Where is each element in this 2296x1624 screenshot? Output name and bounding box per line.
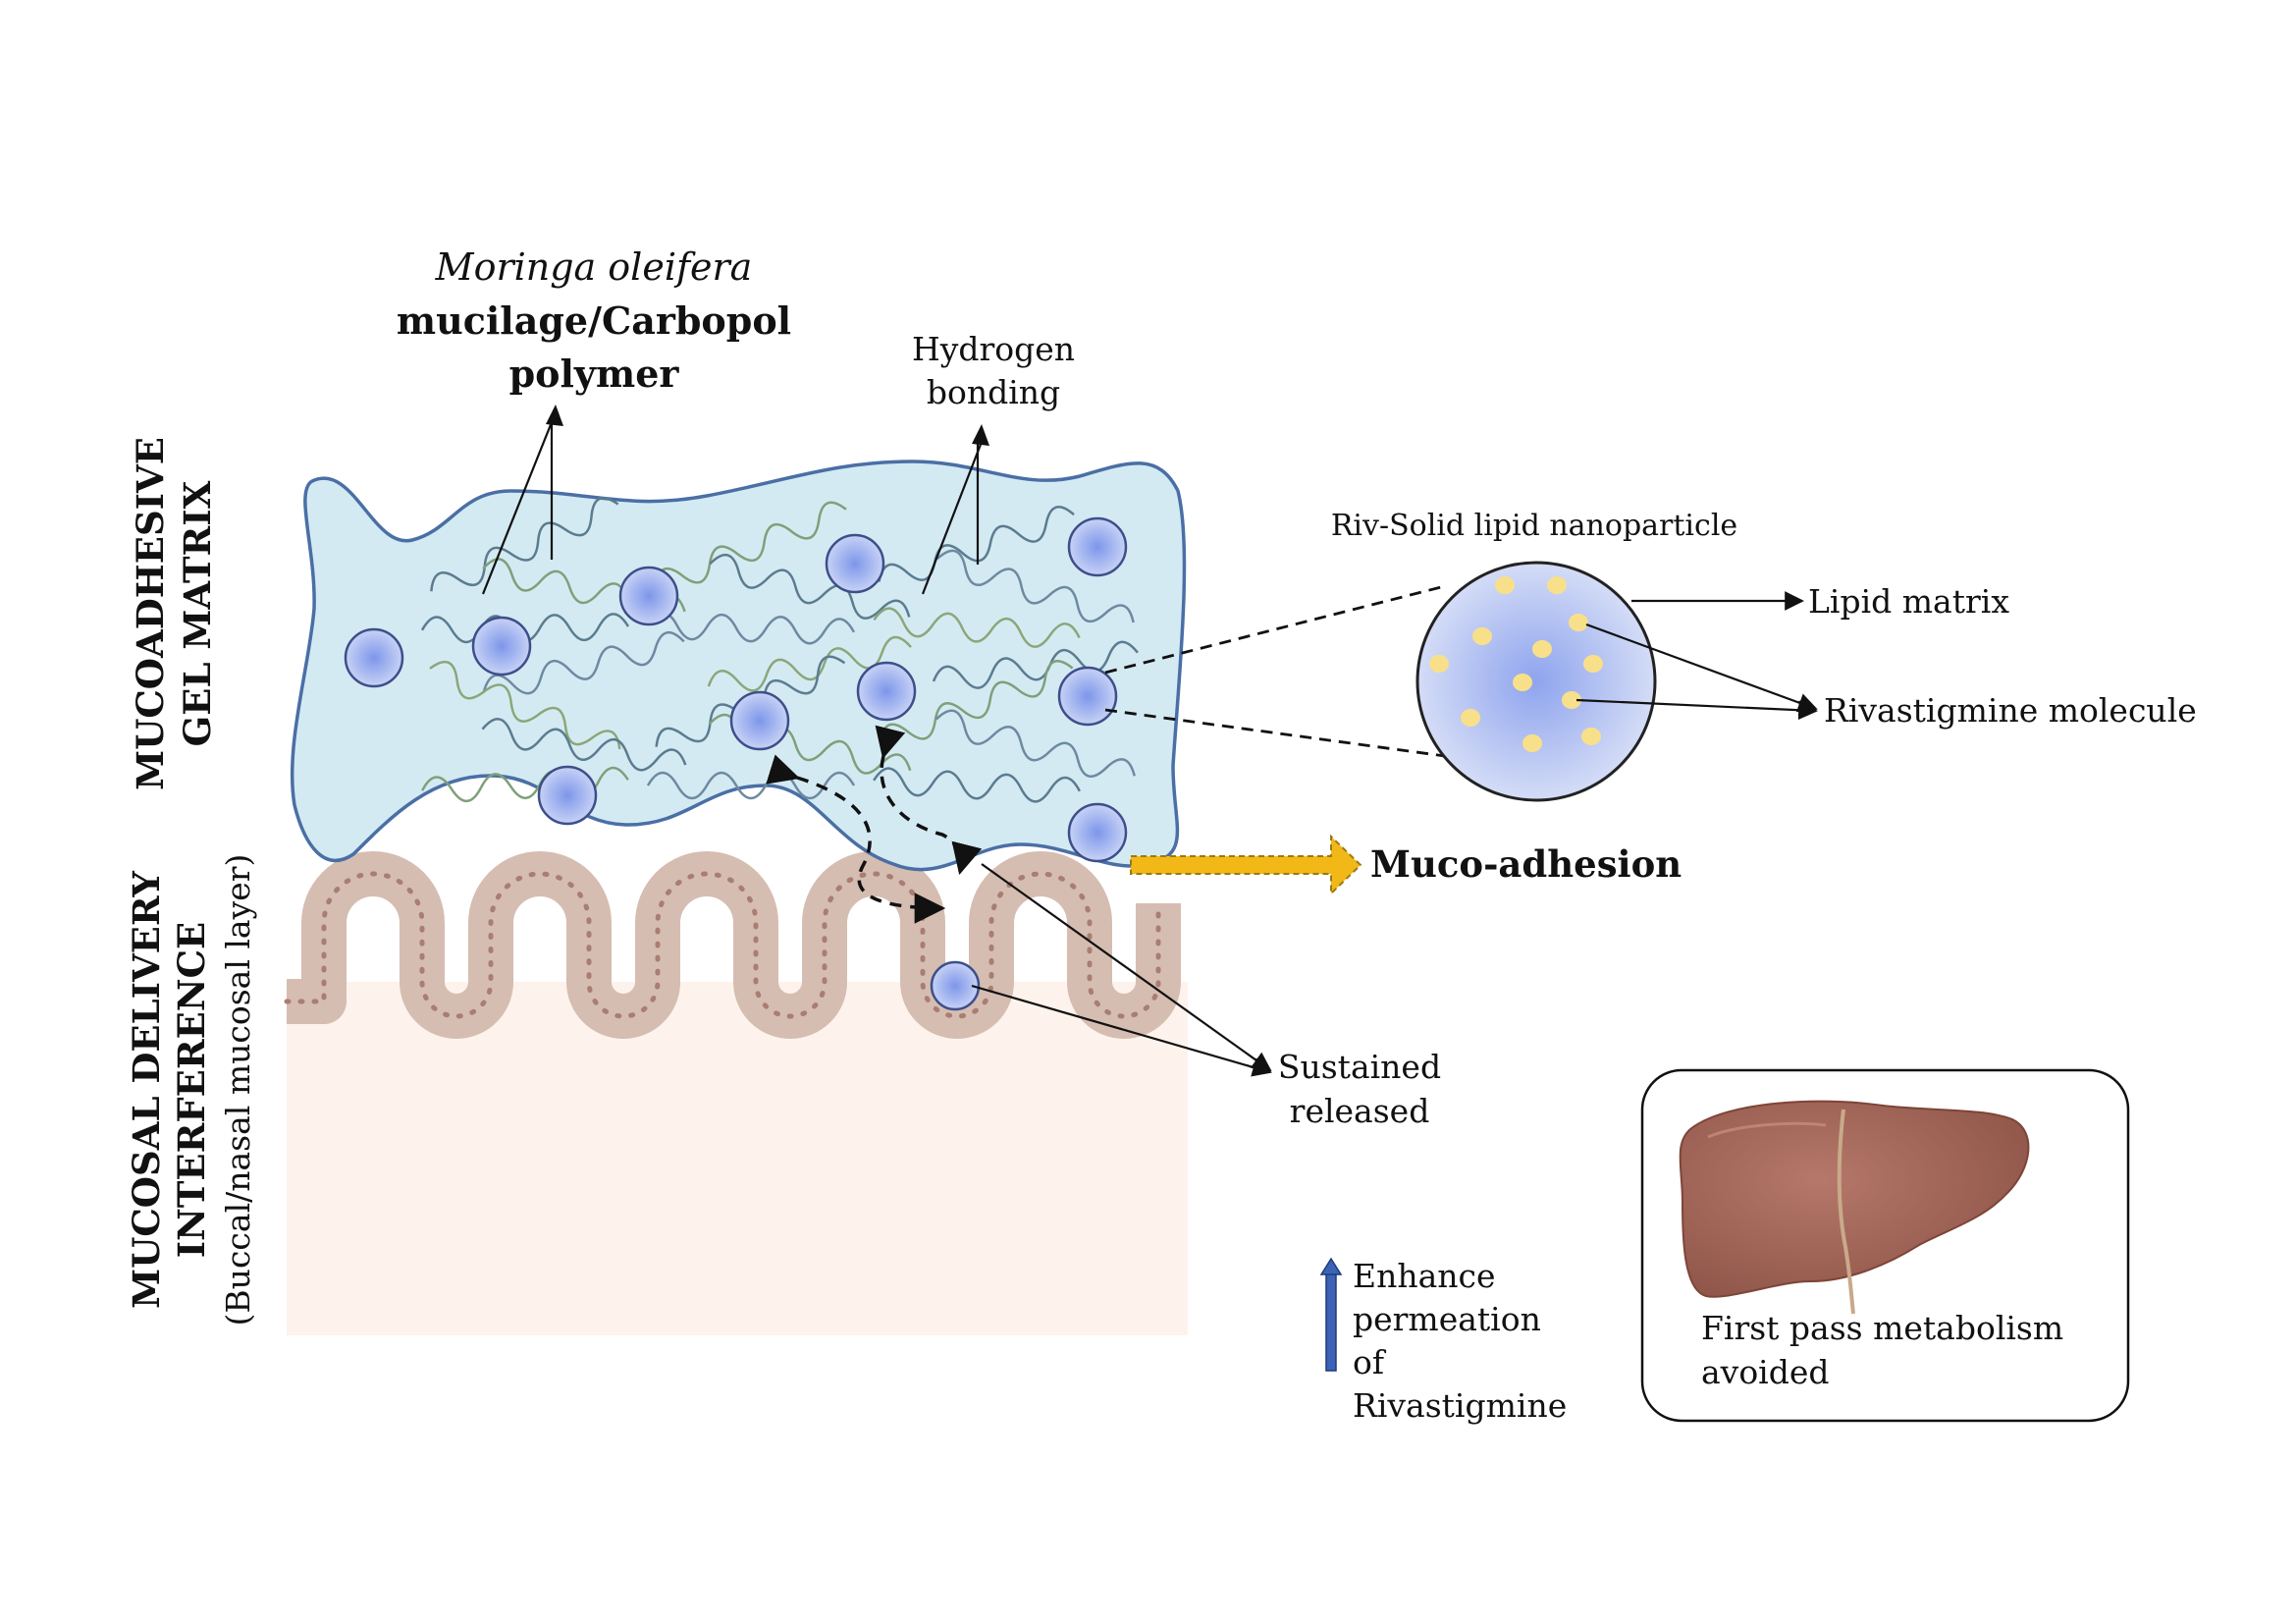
hbond-arrowhead xyxy=(972,424,989,446)
sln-title: Riv-Solid lipid nanoparticle xyxy=(1331,509,1737,543)
rivastigmine-dot xyxy=(1429,655,1449,673)
polymer-chain xyxy=(654,501,847,587)
rivastigmine-dot xyxy=(1569,614,1588,631)
drug-particle xyxy=(618,566,679,626)
hydrogen-label-line2: bonding xyxy=(927,373,1060,411)
mucosa-side-label-line2: INTERFERENCE xyxy=(170,922,213,1259)
permeation-label-line3: of xyxy=(1353,1343,1387,1381)
polymer-chain xyxy=(482,631,685,695)
rivastigmine-dot xyxy=(1583,655,1603,673)
tissue-block xyxy=(287,982,1188,1335)
liver-icon xyxy=(1679,1100,2030,1298)
permeation-arrow-head xyxy=(1319,1257,1343,1275)
permeation-label-line2: permeation xyxy=(1353,1300,1541,1338)
sustained-pointer-2 xyxy=(971,984,1272,1077)
rivastigmine-dots xyxy=(1429,576,1603,752)
polymer-chain xyxy=(878,506,1075,582)
polymer-pointer-1 xyxy=(481,411,558,595)
rivastigmine-dot xyxy=(1461,709,1480,727)
riva-pointer-2 xyxy=(1575,698,1818,721)
polymer-chain xyxy=(647,611,856,645)
polymer-chain xyxy=(429,660,621,750)
hbond-pointer-1 xyxy=(921,441,984,595)
mucosa-side-label-line1: MUCOSAL DELIVERY xyxy=(125,871,168,1309)
release-path-2 xyxy=(875,725,983,876)
liver-ligament xyxy=(1837,1109,1855,1315)
sln-circle xyxy=(1415,561,1657,802)
hydrogen-label-line1: Hydrogen xyxy=(912,330,1075,368)
mucosa-side-label-line3: (Buccal/nasal mucosal layer) xyxy=(219,854,257,1326)
drug-particles xyxy=(344,516,1128,863)
drug-particle xyxy=(856,661,917,722)
polymer-label-line2: mucilage/Carbopol xyxy=(397,298,791,343)
rivastigmine-dot xyxy=(1495,576,1515,594)
rivastigmine-dot xyxy=(1522,734,1542,752)
rivastigmine-dot xyxy=(1532,640,1552,658)
polymer-chain xyxy=(481,718,687,772)
rivastigmine-dot xyxy=(1472,627,1492,645)
drug-particle xyxy=(729,690,790,751)
liver-edge-shade xyxy=(1707,1121,1827,1139)
rivastigmine-dot xyxy=(1562,691,1581,709)
polymer-chain xyxy=(421,766,629,803)
drug-particle xyxy=(1067,802,1128,863)
rivastigmine-dot xyxy=(1581,728,1601,745)
polymer-label-line1: Moringa oleifera xyxy=(435,245,753,289)
rivastigmine-dot xyxy=(1513,674,1532,691)
muco-adhesion-label: Muco-adhesion xyxy=(1370,842,1682,886)
first-pass-label-line1: First pass metabolism xyxy=(1701,1309,2063,1347)
polymer-chain xyxy=(873,607,1081,648)
polymer-chain xyxy=(936,549,1135,623)
drug-particle xyxy=(1057,666,1118,727)
polymer-arrowhead xyxy=(546,405,563,426)
lipid-matrix-label: Lipid matrix xyxy=(1808,582,2009,621)
sustained-label-line2: released xyxy=(1290,1092,1430,1130)
drug-particle xyxy=(1067,516,1128,577)
gel-side-label-line2: GEL MATRIX xyxy=(176,480,219,746)
polymer-chain xyxy=(430,496,619,592)
permeation-label-line4: Rivastigmine xyxy=(1353,1386,1567,1425)
rivastigmine-molecule-label: Rivastigmine molecule xyxy=(1824,691,2197,730)
gel-side-label-line1: MUCOADHESIVE xyxy=(129,437,172,790)
rivastigmine-dot xyxy=(1547,576,1567,594)
muco-adhesion-arrow xyxy=(1130,834,1362,896)
drug-particle xyxy=(537,765,598,826)
permeation-label-line1: Enhance xyxy=(1353,1257,1496,1295)
drug-particle xyxy=(344,627,404,688)
polymer-label-line3: polymer xyxy=(509,352,680,396)
drug-particle xyxy=(471,616,532,677)
permeation-arrow-shaft xyxy=(1325,1272,1337,1372)
permeating-particle xyxy=(930,960,981,1011)
release-path-1 xyxy=(766,754,946,924)
sustained-pointer-1 xyxy=(981,863,1272,1072)
polymer-chain xyxy=(707,635,912,692)
riva-pointer-1 xyxy=(1585,623,1818,713)
polymer-chain xyxy=(709,554,911,620)
mucosa-wave-dots xyxy=(284,871,1161,1019)
first-pass-label-line2: avoided xyxy=(1701,1353,1830,1391)
sustained-label-line1: Sustained xyxy=(1278,1048,1441,1086)
polymer-chain xyxy=(932,640,1139,689)
zoom-line-bottom xyxy=(1104,708,1446,758)
drug-particle xyxy=(825,533,885,594)
